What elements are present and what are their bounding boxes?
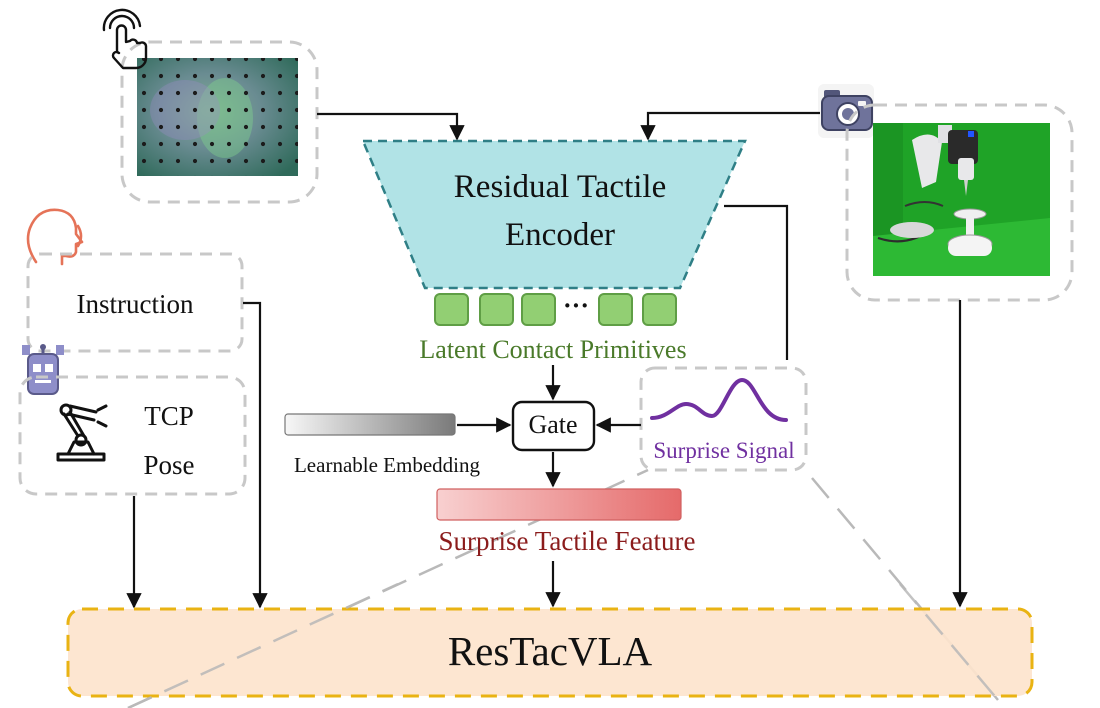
camera-to-encoder-arrow [640, 111, 820, 141]
surprise-signal-panel: Surprise Signal [639, 366, 808, 472]
robot-face-icon [22, 344, 64, 395]
zoom-lines-overlay [127, 582, 999, 708]
tactile-to-encoder-arrow [317, 112, 465, 141]
learnable-embedding-bar [284, 413, 456, 436]
surprise-tactile-feature-label: Surprise Tactile Feature [438, 526, 695, 556]
surprise-signal-label: Surprise Signal [653, 438, 794, 463]
surprise-tactile-feature: Surprise Tactile Feature [436, 488, 696, 556]
primitive-ellipsis: ··· [563, 291, 589, 320]
gate-block: Gate [511, 400, 596, 452]
surprise-signal-curve [650, 377, 788, 422]
residual-tactile-encoder: Residual Tactile Encoder [361, 139, 747, 290]
tcp-label: TCP [144, 401, 194, 431]
pose-label: Pose [143, 450, 194, 480]
instruction-panel: Instruction [26, 252, 244, 353]
surprise-tactile-feature-bar [436, 488, 682, 521]
latent-contact-primitives: ··· Latent Contact Primitives [419, 291, 686, 364]
robot-arm-icon [56, 403, 108, 462]
instruction-label: Instruction [77, 289, 194, 319]
tactile-image-panel [120, 40, 319, 204]
latent-contact-primitives-label: Latent Contact Primitives [419, 335, 686, 364]
speaking-head-icon [26, 208, 84, 266]
restacvla-block: ResTacVLA [66, 607, 1034, 698]
encoder-label-line2: Encoder [505, 217, 615, 253]
restacvla-label: ResTacVLA [448, 628, 653, 674]
encoder-label-line1: Residual Tactile [454, 169, 666, 205]
primitive-token [521, 293, 556, 326]
camera-image-panel [845, 103, 1074, 302]
primitive-token [479, 293, 514, 326]
primitive-token [434, 293, 469, 326]
primitive-token [642, 293, 677, 326]
learnable-embedding-label: Learnable Embedding [294, 453, 481, 477]
instruction-to-output-arrow [243, 301, 268, 609]
touch-hand-icon [102, 8, 148, 70]
primitive-token [598, 293, 633, 326]
learnable-embedding: Learnable Embedding [284, 413, 481, 477]
gate-label: Gate [528, 410, 577, 439]
tcp-pose-panel: TCP Pose [18, 375, 247, 496]
encoder-to-surprise-line [724, 204, 789, 360]
